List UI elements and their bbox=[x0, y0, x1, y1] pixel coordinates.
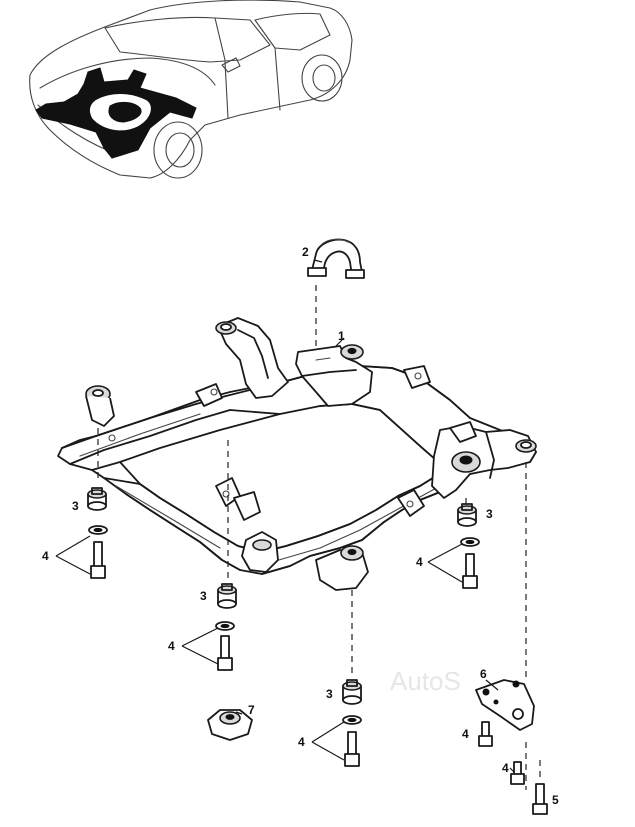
watermark: AutoS bbox=[390, 666, 461, 696]
callout-leaders bbox=[55, 259, 515, 773]
callout-labels: 1 2 3 3 3 3 4 4 4 4 4 4 5 6 7 bbox=[42, 245, 559, 807]
callout-4-front-left: 4 bbox=[42, 549, 49, 563]
callout-4-front-center: 4 bbox=[168, 639, 175, 653]
callout-4-rear-center: 4 bbox=[298, 735, 305, 749]
callout-3-rear-right: 3 bbox=[486, 507, 493, 521]
callout-3-front-center: 3 bbox=[200, 589, 207, 603]
bolt-plate-lower bbox=[510, 761, 525, 785]
callout-2: 2 bbox=[302, 245, 309, 259]
cage-nut bbox=[207, 709, 253, 741]
washer-bolt-rear-center bbox=[342, 715, 362, 767]
callout-4-plate-lower: 4 bbox=[502, 761, 509, 775]
highlighted-subframe-icon bbox=[35, 67, 197, 159]
front-subframe bbox=[57, 317, 537, 591]
stabilizer-clamp bbox=[307, 238, 365, 279]
reinforcement-plate bbox=[475, 679, 535, 731]
long-bolt bbox=[532, 783, 548, 815]
washer-bolt-rear-right bbox=[460, 537, 480, 589]
callout-3-rear-center: 3 bbox=[326, 687, 333, 701]
bushing-front-left bbox=[87, 487, 107, 511]
callout-4-plate-left: 4 bbox=[462, 727, 469, 741]
washer-bolt-front-left bbox=[88, 525, 108, 579]
assembly-lines bbox=[97, 285, 541, 790]
vehicle-locator-illustration bbox=[29, 0, 353, 179]
callout-7: 7 bbox=[248, 703, 255, 717]
callout-1: 1 bbox=[338, 329, 345, 343]
callout-3-front-left: 3 bbox=[72, 499, 79, 513]
bushing-rear-center bbox=[342, 679, 362, 705]
bushing-rear-right bbox=[457, 503, 477, 527]
washer-bolt-front-center bbox=[215, 621, 235, 671]
callout-4-rear-right: 4 bbox=[416, 555, 423, 569]
callout-6: 6 bbox=[480, 667, 487, 681]
bushing-front-center bbox=[217, 583, 237, 609]
callout-5: 5 bbox=[552, 793, 559, 807]
bolt-plate-left bbox=[478, 721, 493, 747]
